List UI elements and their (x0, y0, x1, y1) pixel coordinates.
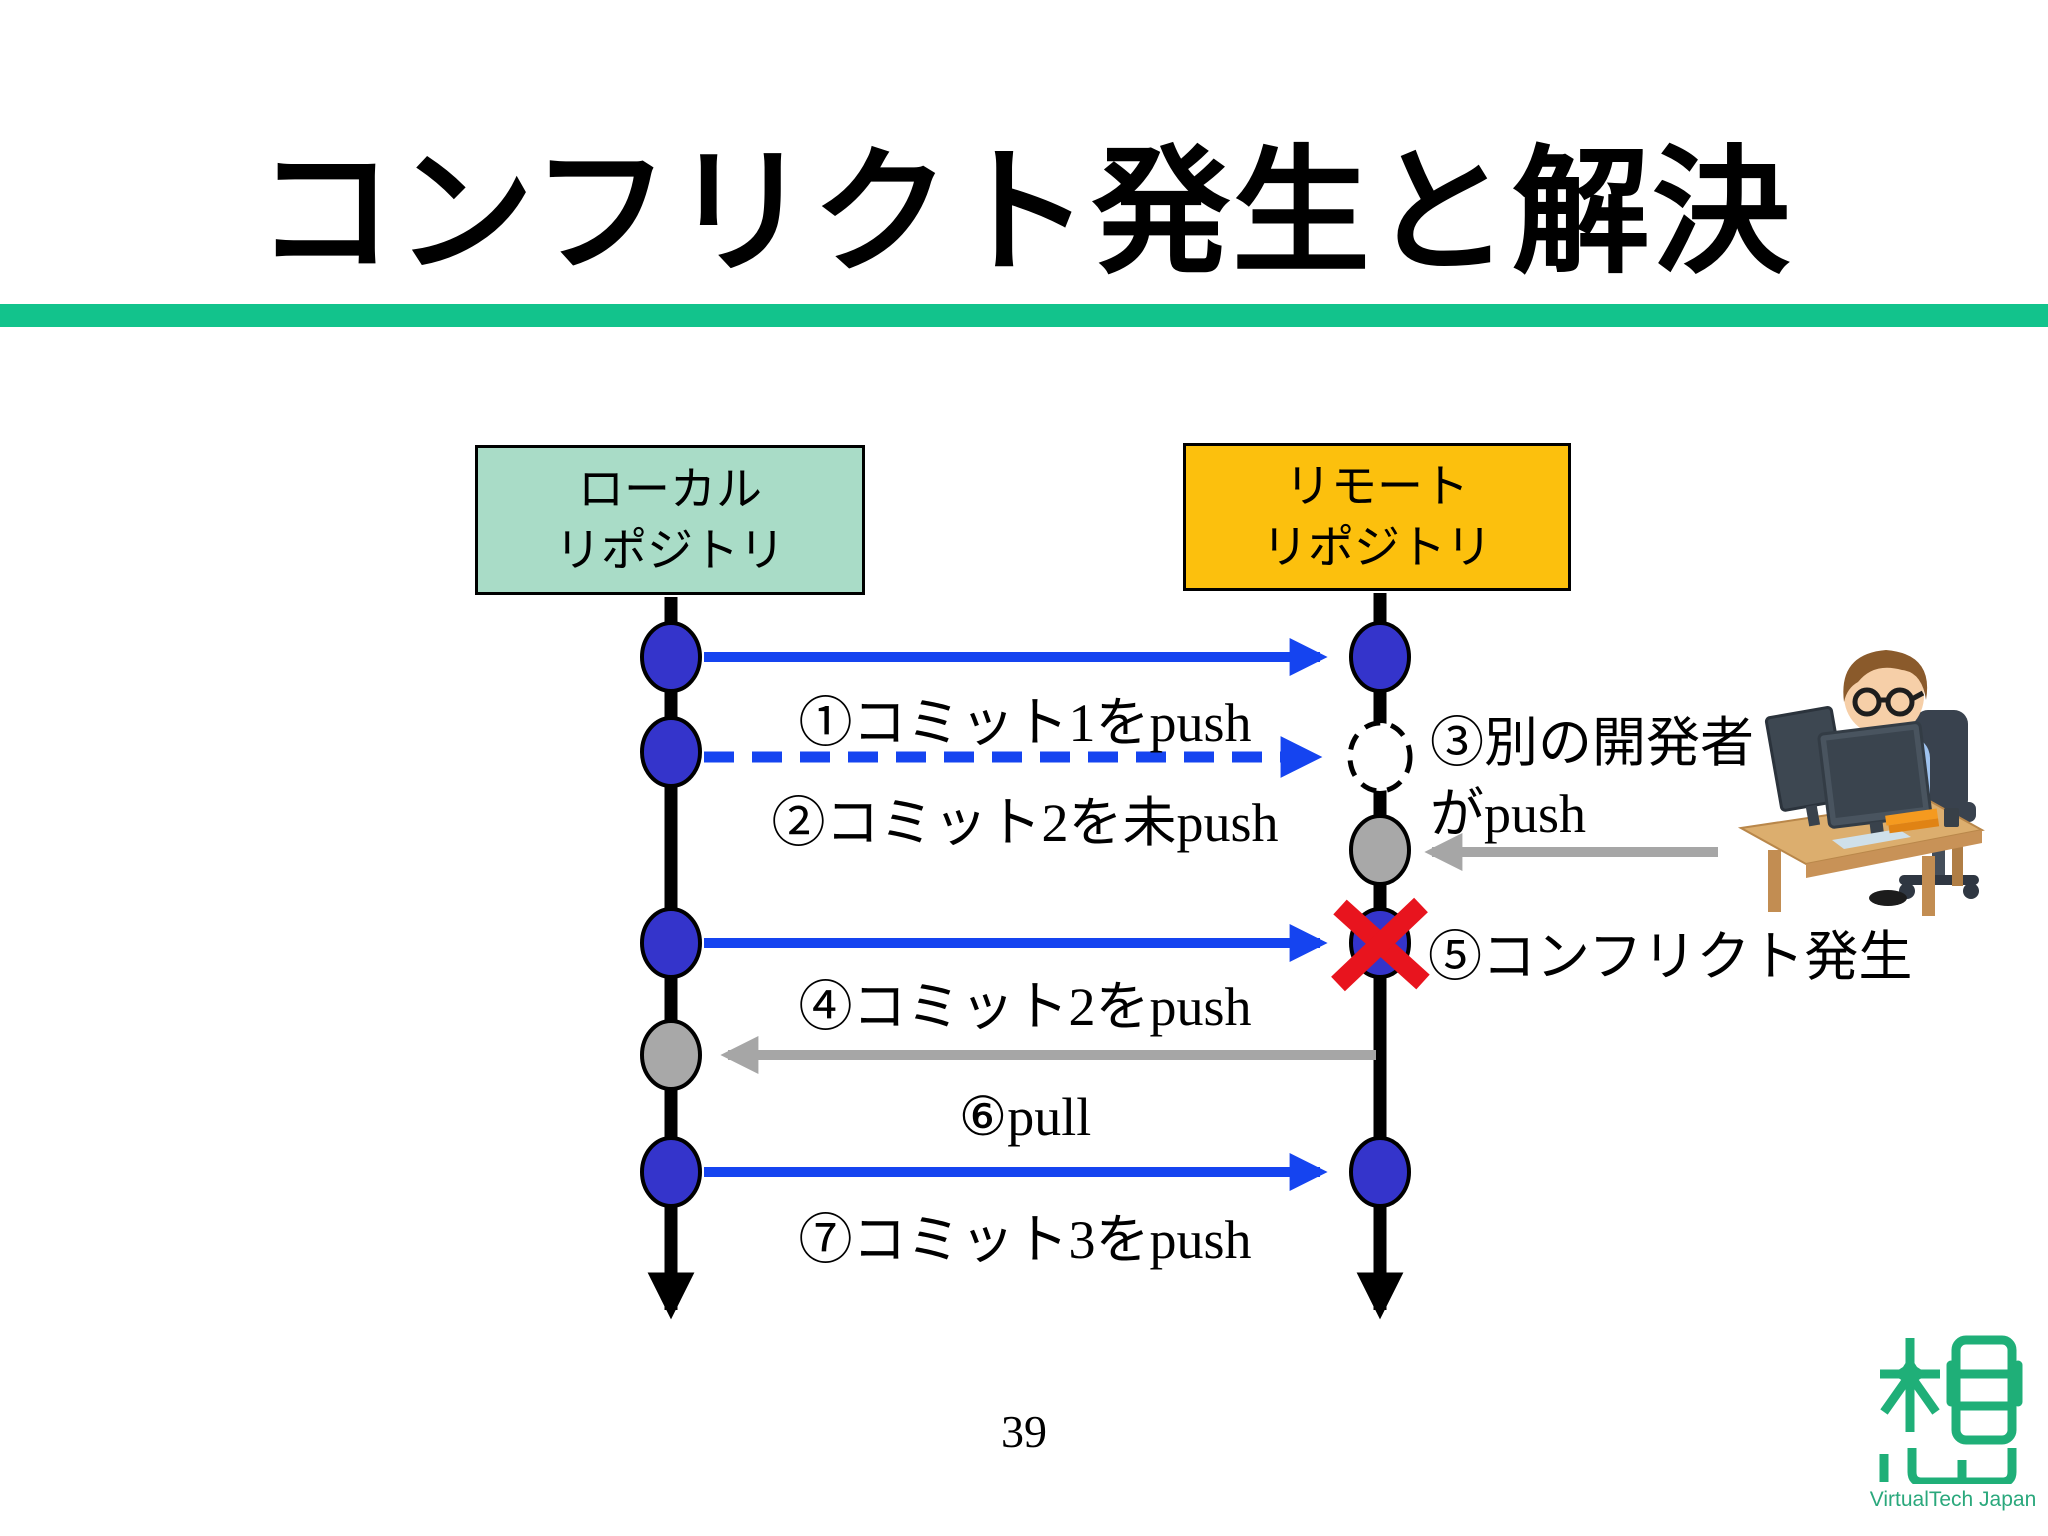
conflict-x-icon (1331, 897, 1430, 992)
remote-pending-node-dashed (1347, 720, 1413, 794)
step2-label: ②コミット2を未push (771, 793, 1279, 853)
step5-label: ⑤コンフリクト発生 (1428, 927, 1913, 987)
remote-repo-label-line1: リモート (1285, 460, 1469, 513)
remote-repo-label-line2: リポジトリ (1262, 521, 1492, 573)
local-commit-node-1 (640, 621, 702, 693)
virtualtech-logo: VirtualTech Japan (1858, 1332, 2048, 1532)
step4-label: ④コミット2をpush (798, 977, 1252, 1037)
page-number: 39 (1001, 1406, 1047, 1457)
virtualtech-logo-mark (1879, 1335, 2023, 1484)
step1-label: ①コミット1をpush (798, 693, 1252, 753)
local-commit-node-4 (640, 1136, 702, 1208)
step3-label: ③別の開発者 がpush (1430, 713, 1754, 845)
local-repo-box: ローカル リポジトリ (475, 445, 865, 595)
slide-title: コンフリクト発生と解決 (256, 136, 1792, 290)
virtualtech-logo-text: VirtualTech Japan (1869, 1488, 2037, 1511)
step6-label: ⑥pull (958, 1087, 1092, 1147)
developer-illustration (1737, 650, 1985, 916)
local-commit-node-3 (640, 907, 702, 979)
remote-commit-node-2 (1349, 1136, 1411, 1208)
remote-commit-node-1 (1349, 621, 1411, 693)
divider-bar (0, 304, 2048, 327)
local-repo-label-line2: リポジトリ (555, 524, 785, 576)
remote-repo-box: リモート リポジトリ (1183, 443, 1571, 591)
remote-other-dev-node (1349, 814, 1411, 886)
local-commit-node-2 (640, 716, 702, 788)
local-repo-label-line1: ローカル (578, 463, 762, 516)
local-merged-node (640, 1019, 702, 1091)
step7-label: ⑦コミット3をpush (798, 1210, 1252, 1270)
monitors (1764, 705, 1959, 906)
